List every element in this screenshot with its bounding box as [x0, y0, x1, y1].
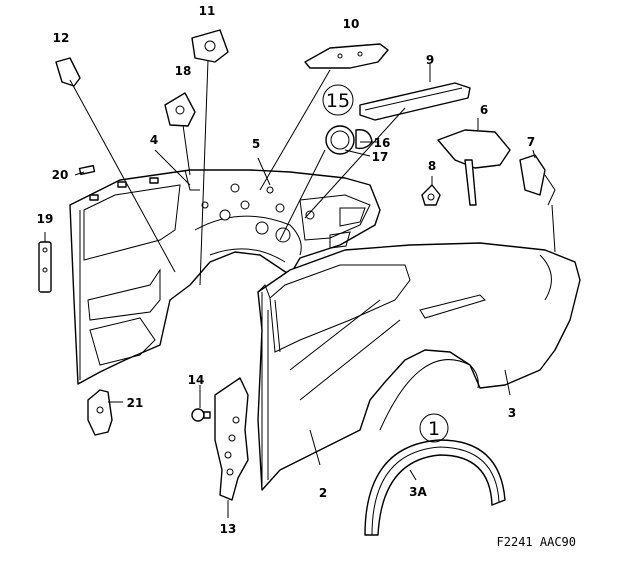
callout-21: 21 — [127, 396, 144, 410]
callout-14: 14 — [188, 373, 205, 387]
strip-19 — [38, 241, 52, 293]
plate-18 — [164, 92, 196, 127]
callout-3: 3 — [508, 406, 516, 420]
callout-15: 15 — [326, 90, 350, 112]
callout-19: 19 — [37, 212, 54, 226]
callout-10: 10 — [343, 17, 360, 31]
callout-13: 13 — [220, 522, 237, 536]
callout-labels: 1 15 2 3 3A 4 5 6 7 8 9 10 11 12 13 14 1… — [37, 4, 576, 549]
callout-2: 2 — [319, 486, 327, 500]
fuel-flap-15 — [325, 125, 373, 155]
callout-1: 1 — [428, 418, 440, 440]
hinge-6 — [437, 129, 511, 206]
inner-side-panel — [69, 169, 381, 385]
callout-11: 11 — [199, 4, 216, 18]
bracket-21 — [87, 389, 113, 436]
bracket-12 — [55, 57, 81, 87]
callout-4: 4 — [150, 133, 158, 147]
callout-7: 7 — [527, 135, 535, 149]
reinforcement-13 — [214, 377, 249, 501]
figure-code: F2241 AAC90 — [497, 535, 576, 549]
grommet-8 — [421, 184, 441, 206]
rail-9 — [359, 82, 471, 121]
wheel-arch-liner — [364, 439, 506, 536]
plug-14 — [191, 408, 211, 422]
bracket-7 — [519, 154, 556, 206]
callout-18: 18 — [175, 64, 192, 78]
leader-lines — [44, 59, 556, 518]
callout-3a: 3A — [409, 485, 427, 499]
callout-12: 12 — [53, 31, 70, 45]
callout-16: 16 — [374, 136, 391, 150]
plate-11 — [191, 29, 229, 63]
callout-17: 17 — [372, 150, 389, 164]
callout-circle-1 — [419, 413, 449, 443]
callout-5: 5 — [252, 137, 260, 151]
callout-8: 8 — [428, 159, 436, 173]
callout-6: 6 — [480, 103, 488, 117]
outer-rear-wing — [257, 242, 581, 491]
callout-9: 9 — [426, 53, 434, 67]
bracket-10 — [304, 43, 389, 69]
callout-20: 20 — [52, 168, 69, 182]
callout-circle-15 — [322, 84, 354, 116]
